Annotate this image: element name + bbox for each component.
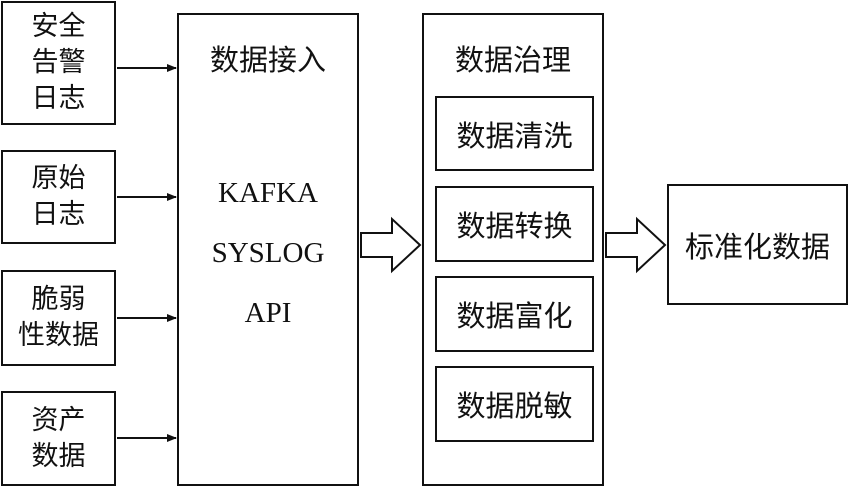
ingest-method-syslog: SYSLOG xyxy=(211,237,325,269)
output-block: 标准化数据 xyxy=(667,184,848,305)
block-arrow-governance-to-output xyxy=(605,216,667,274)
source-box-security-alert-log: 安全 告警 日志 xyxy=(1,1,116,125)
source-label-line: 脆弱 xyxy=(31,284,86,315)
source-label-line: 原始 xyxy=(31,163,86,194)
source-label-line: 数据 xyxy=(31,440,86,472)
source-label-line: 资产 xyxy=(31,404,86,436)
governance-step-cleansing: 数据清洗 xyxy=(435,96,594,171)
governance-title: 数据治理 xyxy=(454,43,571,77)
block-arrow-ingest-to-governance xyxy=(360,216,422,274)
source-label-line: 告警 xyxy=(31,47,86,78)
source-label-line: 日志 xyxy=(31,83,86,114)
governance-step-transformation: 数据转换 xyxy=(435,186,594,262)
governance-step-enrichment: 数据富化 xyxy=(435,276,594,352)
ingest-block: 数据接入 KAFKA SYSLOG API xyxy=(177,13,359,486)
source-label-line: 日志 xyxy=(31,199,86,230)
output-label: 标准化数据 xyxy=(684,229,830,264)
source-box-asset-data: 资产 数据 xyxy=(1,391,116,486)
ingest-method-api: API xyxy=(244,297,292,329)
ingest-method-list: KAFKA SYSLOG API xyxy=(179,163,357,343)
ingest-method-kafka: KAFKA xyxy=(218,177,318,209)
ingest-title: 数据接入 xyxy=(209,43,326,77)
source-label-line: 安全 xyxy=(31,11,86,42)
governance-step-masking: 数据脱敏 xyxy=(435,366,594,442)
source-label-line: 性数据 xyxy=(18,320,99,351)
source-box-vulnerability-data: 脆弱 性数据 xyxy=(1,270,116,366)
source-box-raw-log: 原始 日志 xyxy=(1,150,116,244)
governance-block: 数据治理 xyxy=(422,13,604,486)
